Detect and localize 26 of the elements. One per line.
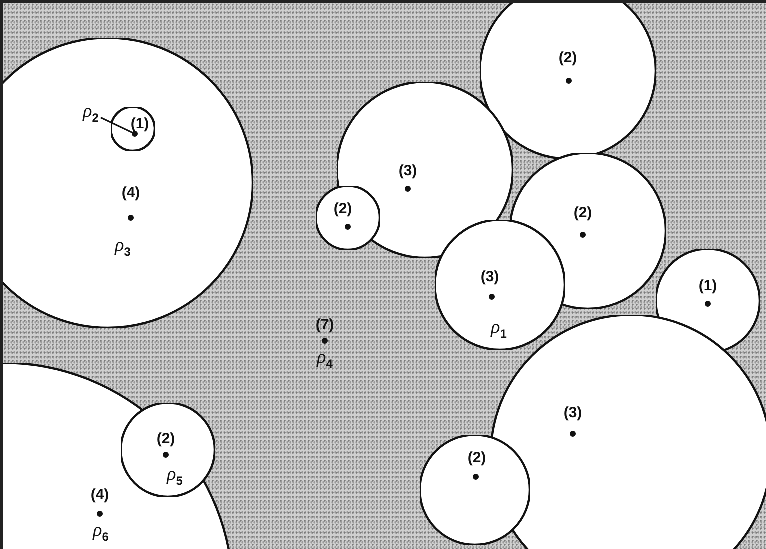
cell-count: (1)	[130, 116, 150, 132]
cell-count: (2)	[334, 202, 352, 216]
cell-count: (3)	[564, 406, 582, 420]
cell-count: (4)	[122, 186, 140, 200]
cell-count: (4)	[90, 488, 110, 502]
bubble	[111, 107, 155, 151]
cell-count: (2)	[468, 450, 486, 466]
pressure-symbol: ρ$_{3}$	[115, 236, 131, 258]
cell-count: (1)	[698, 278, 718, 294]
pressure-symbol: ρ$_{5}$	[167, 465, 183, 487]
pressure-symbol: ρ$_{1}$	[491, 318, 507, 340]
cell-count: (3)	[398, 164, 418, 178]
pressure-symbol: ρ$_{6}$	[93, 521, 109, 543]
pressure-symbol: ρ$_{2}$	[83, 102, 99, 124]
bubble	[420, 435, 530, 545]
bubble	[435, 220, 565, 350]
bubble	[3, 38, 253, 328]
bubble	[480, 3, 656, 159]
cell-count: (2)	[574, 206, 592, 220]
cell-count: (2)	[156, 432, 176, 446]
bubble	[491, 315, 766, 549]
cell-count: (2)	[558, 50, 578, 66]
pressure-symbol: ρ$_{4}$	[317, 348, 333, 370]
bubble	[316, 186, 380, 250]
cell-count: (3)	[480, 270, 500, 284]
cell-count: (7)	[316, 318, 334, 332]
